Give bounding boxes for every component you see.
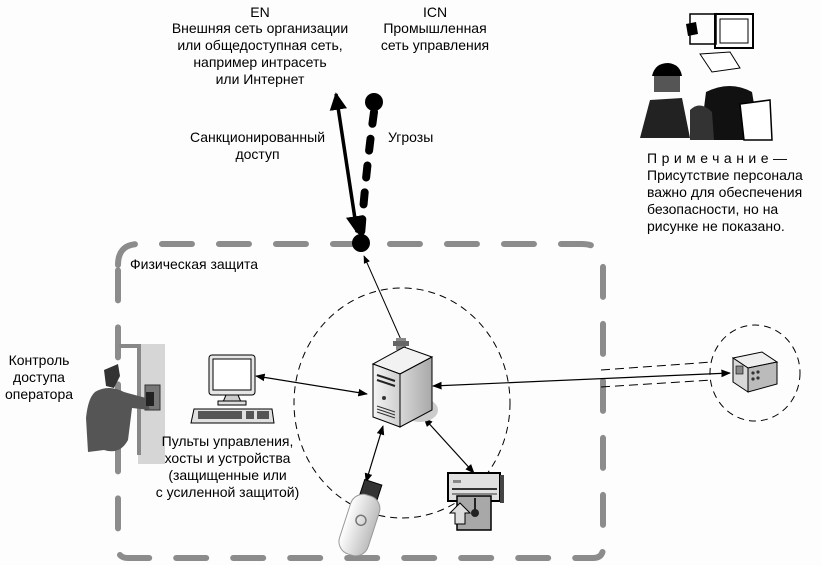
computer-workstation-icon bbox=[190, 354, 275, 424]
en-desc-line: Внешняя сеть организации bbox=[171, 20, 349, 36]
icn-desc-line: Промышленная bbox=[383, 20, 487, 36]
en-desc-line: или общедоступная сеть, bbox=[177, 37, 343, 53]
usb-flash-drive-icon bbox=[338, 478, 383, 557]
threat-origin-dot bbox=[365, 93, 383, 111]
en-description: Внешняя сеть организации или общедоступн… bbox=[135, 20, 385, 88]
sanctioned-line: доступ bbox=[235, 146, 280, 162]
entry-to-server-link bbox=[363, 255, 403, 343]
personnel-group-icon bbox=[640, 13, 773, 141]
consoles-label: Пульты управления, хосты и устройства (з… bbox=[140, 433, 315, 501]
physical-protection-label: Физическая защита bbox=[130, 256, 259, 272]
server-tower-icon bbox=[371, 338, 438, 428]
remote-field-device-icon bbox=[731, 351, 779, 393]
server-usb-link bbox=[364, 425, 385, 483]
removable-media-icon bbox=[447, 472, 504, 531]
note-title: Примечание— bbox=[647, 150, 792, 166]
note-line: рисунке не показано. bbox=[647, 218, 785, 234]
server-zone-circle bbox=[293, 287, 511, 519]
note-block: Примечание— Присутствие персонала важно … bbox=[647, 150, 803, 235]
threats-label: Угрозы bbox=[388, 129, 434, 145]
consoles-line: (защищенные или bbox=[168, 467, 287, 483]
note-line: безопасности, но на bbox=[647, 201, 779, 217]
operator-line: оператора bbox=[4, 386, 74, 402]
server-remote-link bbox=[432, 369, 731, 390]
sanctioned-access-arrow bbox=[329, 92, 364, 234]
icn-desc-line: сеть управления bbox=[380, 37, 490, 53]
operator-person-icon bbox=[86, 344, 165, 464]
consoles-line: Пульты управления, bbox=[161, 433, 294, 449]
server-media-link bbox=[423, 417, 475, 474]
en-desc-line: например интрасеть bbox=[193, 54, 327, 70]
consoles-line: с усиленной защитой) bbox=[155, 484, 300, 500]
consoles-line: хосты и устройства bbox=[164, 450, 291, 466]
operator-line: Контроль bbox=[8, 352, 70, 368]
server-workstation-link bbox=[255, 373, 368, 397]
en-title: EN bbox=[250, 4, 270, 20]
icn-description: Промышленная сеть управления bbox=[370, 20, 500, 54]
threats-line bbox=[357, 108, 378, 239]
en-desc-line: или Интернет bbox=[215, 71, 305, 87]
physical-protection-boundary bbox=[115, 241, 606, 561]
note-line: важно для обеспечения bbox=[647, 184, 803, 200]
note-line: Присутствие персонала bbox=[647, 167, 803, 183]
tunnel-line-bottom bbox=[600, 379, 713, 388]
sanctioned-access-label: Санкционированный доступ bbox=[170, 129, 345, 163]
sanctioned-line: Санкционированный bbox=[189, 129, 326, 145]
operator-access-control-label: Контроль доступа оператора bbox=[0, 352, 78, 403]
tunnel-line-top bbox=[600, 361, 713, 371]
boundary-entry-dot bbox=[352, 234, 370, 252]
icn-title: ICN bbox=[422, 4, 448, 20]
operator-line: доступа bbox=[13, 369, 65, 385]
